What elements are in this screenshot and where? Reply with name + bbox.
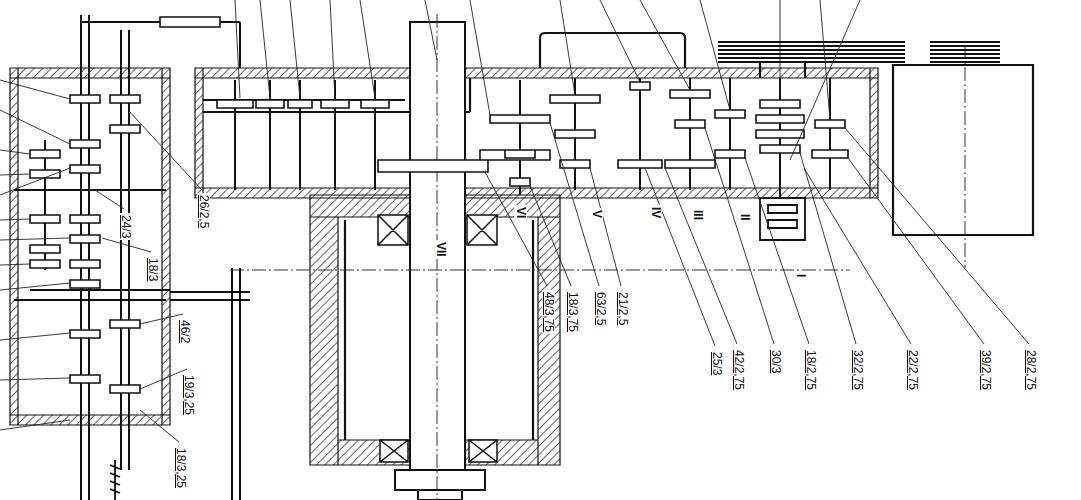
gear-label: 39/2,75 [979, 348, 992, 392]
gear-label: 63/2,5 [594, 290, 607, 327]
shaft-number: VI [514, 205, 527, 220]
shaft-number: II [738, 212, 751, 223]
shaft-number: III [691, 208, 704, 222]
spindle [395, 22, 485, 500]
gear-label: 18/3,25 [174, 446, 187, 490]
belt-pulley [718, 42, 1000, 78]
gear-label: 19/3,25 [182, 373, 195, 417]
gear-label: 30/3 [769, 348, 782, 375]
gear [30, 17, 848, 393]
gear-label: 32/2,75 [851, 348, 864, 392]
leader-line [0, 0, 1029, 442]
coupling [110, 198, 805, 500]
gear-label: 25/3 [710, 350, 723, 377]
shaft-number: V [590, 208, 603, 220]
gear-label: 18/3,75 [566, 290, 579, 334]
shaft-number: I [794, 272, 807, 279]
gear-label: 18/2,75 [804, 348, 817, 392]
gear-label: 46/2 [178, 318, 191, 345]
shaft-number: VII [434, 240, 447, 259]
gear-label: 24/3 [119, 213, 132, 240]
gear-label: 48/3,75 [542, 290, 555, 334]
gear-label: 18/3 [146, 256, 159, 283]
gear-label: 26/2,5 [197, 193, 210, 230]
shaft [45, 15, 830, 500]
housing-outline [14, 33, 1033, 440]
center-line [230, 14, 965, 500]
shaft-number: IV [649, 205, 662, 220]
gear-label: 28/2,75 [1024, 348, 1037, 392]
gear-label: 22/2,75 [906, 348, 919, 392]
gear-label: 21/2,5 [616, 290, 629, 327]
gear-label: 42/2,75 [732, 348, 745, 392]
